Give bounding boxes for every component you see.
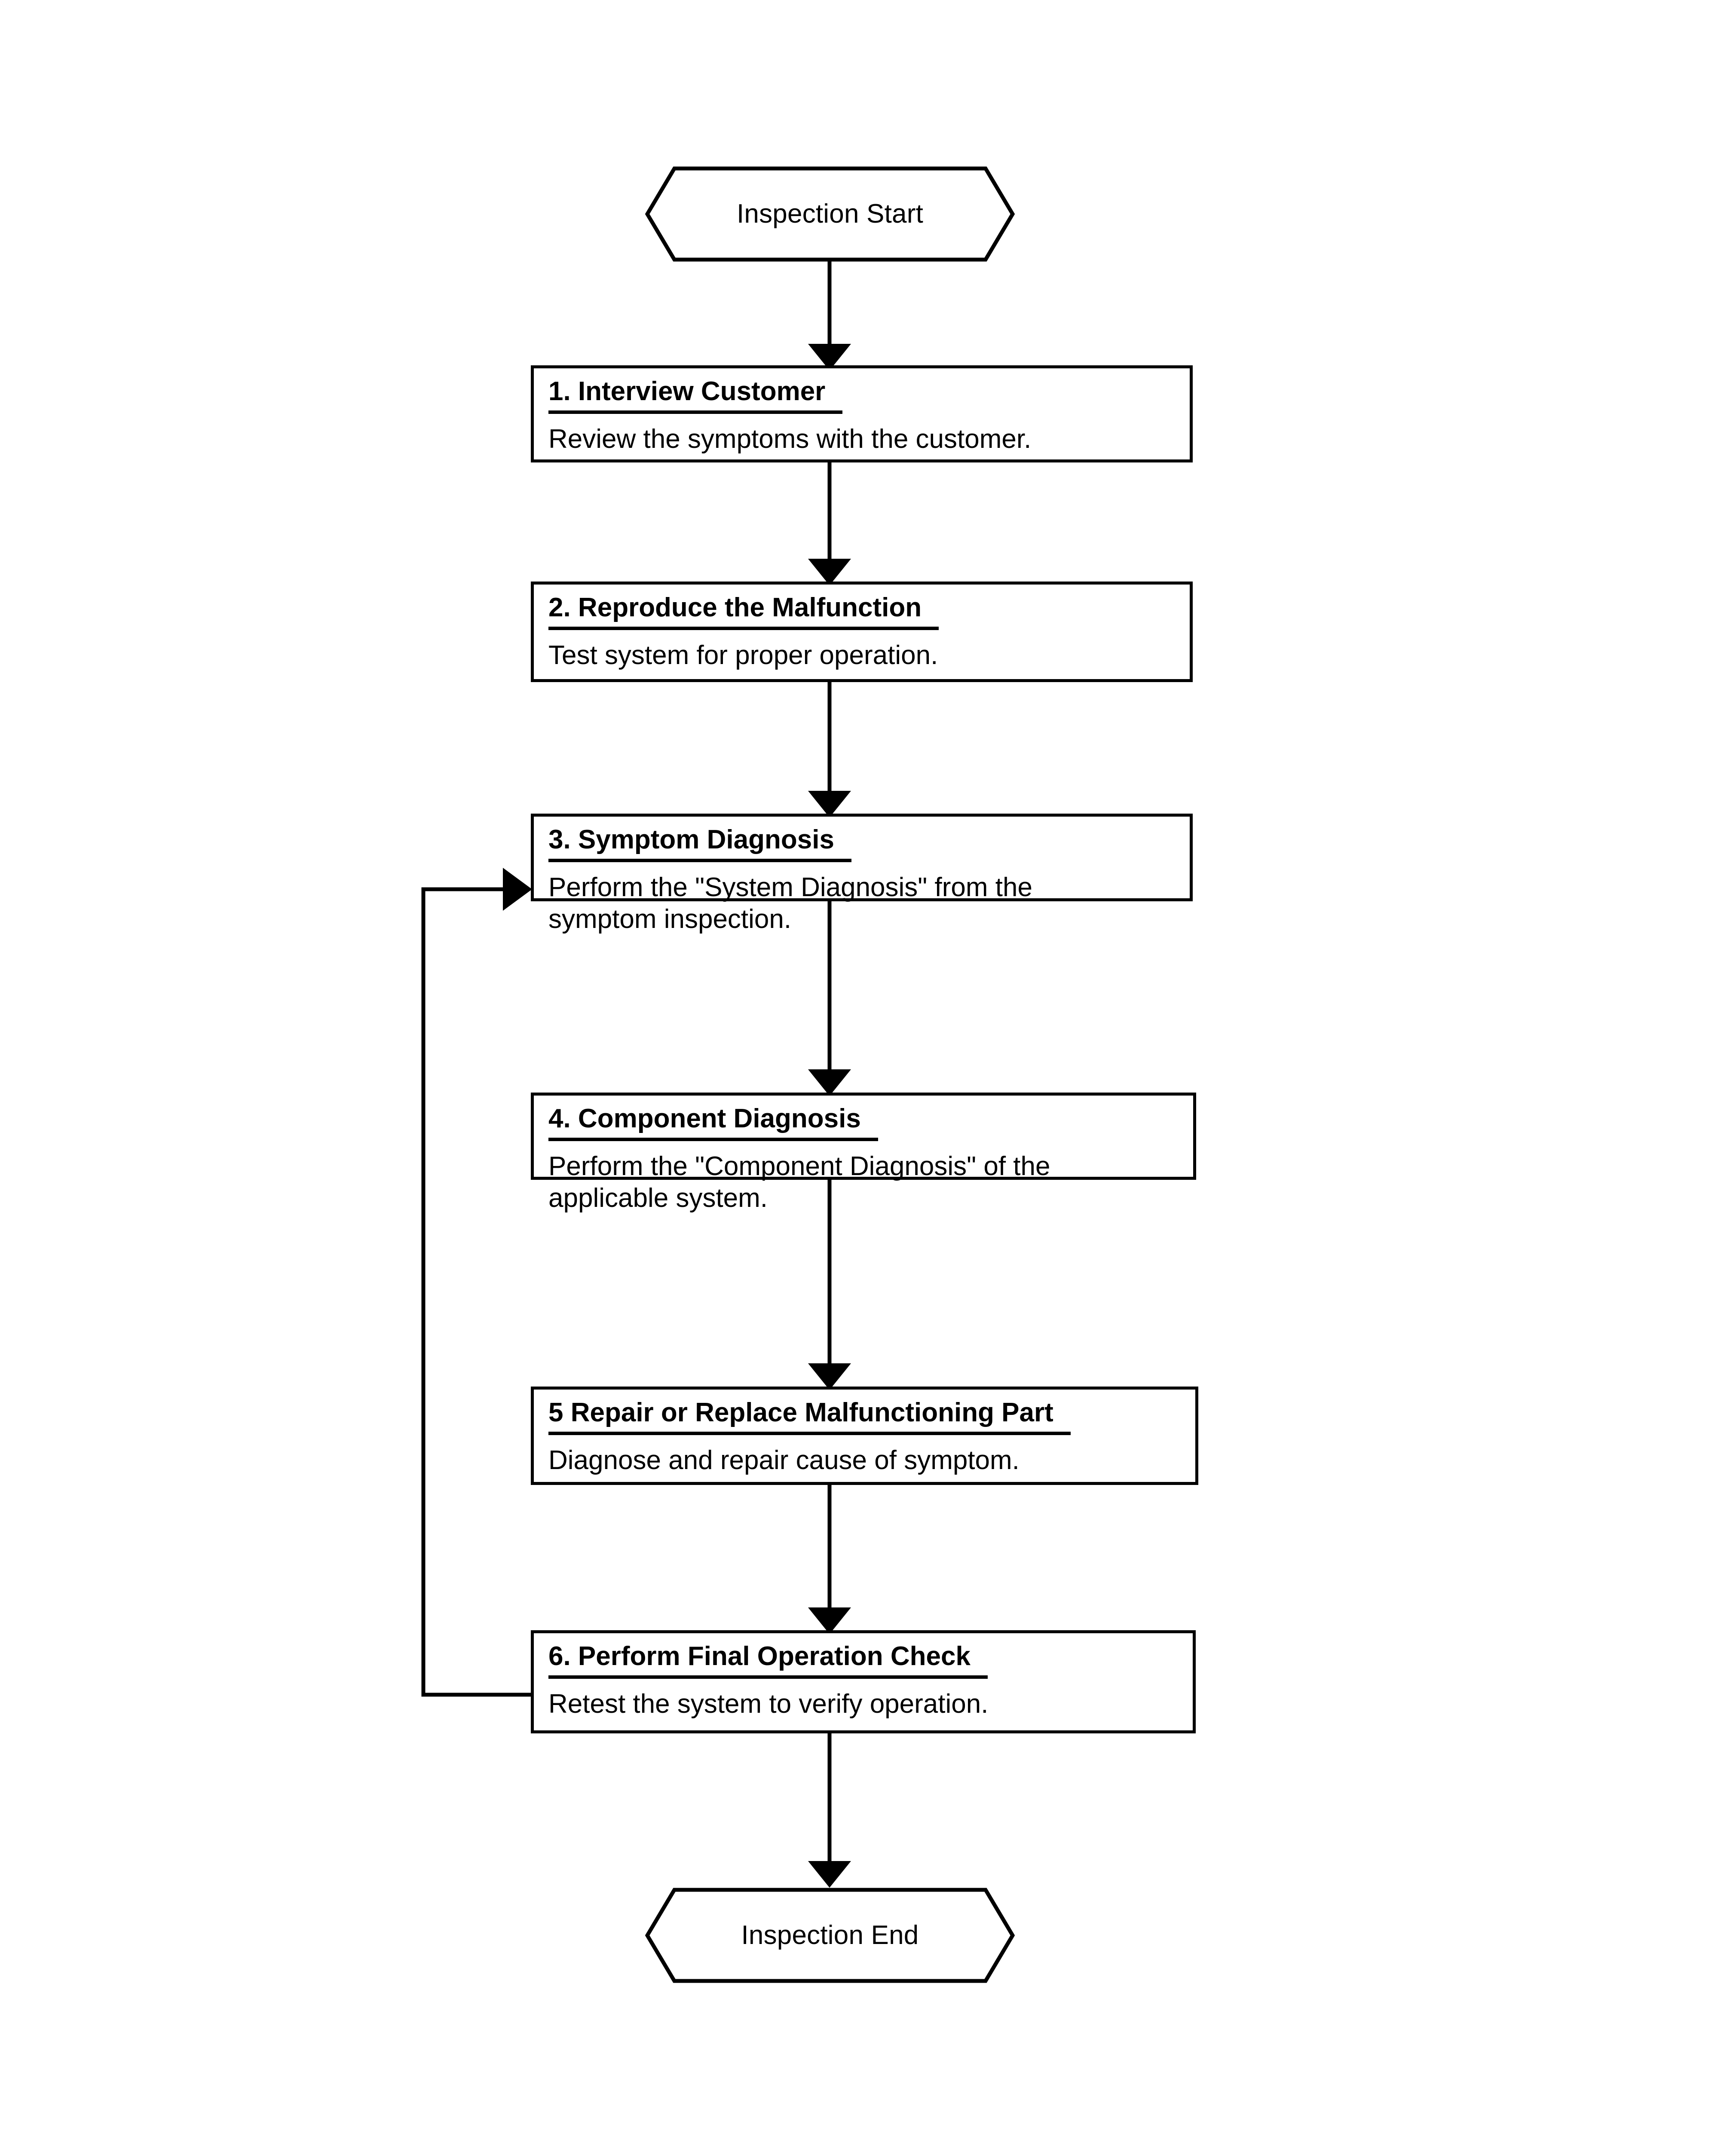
- terminator-start: Inspection Start: [645, 166, 1015, 262]
- process-title-step-5: 5 Repair or Replace Malfunctioning Part: [548, 1399, 1071, 1436]
- hexagon-shape-start: [645, 166, 1015, 262]
- connector-feedback-step6-to-step3: [421, 868, 532, 1697]
- process-title-step-6: 6. Perform Final Operation Check: [548, 1642, 988, 1679]
- process-body-step-1: Review the symptoms with the customer.: [548, 424, 1032, 454]
- process-box-step-2: 2. Reproduce the Malfunction Test system…: [531, 582, 1193, 682]
- hexagon-shape-end: [645, 1888, 1015, 1983]
- terminator-end-label: Inspection End: [741, 1920, 919, 1950]
- process-box-step-1: 1. Interview Customer Review the symptom…: [531, 365, 1193, 462]
- process-body-step-6: Retest the system to verify operation.: [548, 1689, 989, 1719]
- process-box-step-3: 3. Symptom Diagnosis Perform the "System…: [531, 814, 1193, 934]
- process-body-step-5: Diagnose and repair cause of symptom.: [548, 1445, 1020, 1476]
- terminator-end: Inspection End: [645, 1888, 1015, 1983]
- process-box-step-6: 6. Perform Final Operation Check Retest …: [531, 1630, 1196, 1733]
- connector-step1-to-step2: [808, 462, 851, 585]
- connector-step6-to-end: [808, 1733, 851, 1888]
- connector-step2-to-step3: [808, 682, 851, 817]
- process-body-step-3: Perform the "System Diagnosis" from the …: [548, 872, 1032, 934]
- process-body-step-2: Test system for proper operation.: [548, 640, 938, 670]
- process-box-step-4: 4. Component Diagnosis Perform the "Comp…: [531, 1093, 1196, 1213]
- process-box-step-5: 5 Repair or Replace Malfunctioning Part …: [531, 1387, 1198, 1485]
- connector-step4-to-step5: [808, 1180, 851, 1390]
- process-title-step-2: 2. Reproduce the Malfunction: [548, 594, 939, 631]
- connector-start-to-step1: [808, 261, 851, 370]
- process-body-step-4: Perform the "Component Diagnosis" of the…: [548, 1151, 1050, 1213]
- connector-step3-to-step4: [808, 901, 851, 1096]
- process-title-step-3: 3. Symptom Diagnosis: [548, 826, 851, 863]
- process-title-step-1: 1. Interview Customer: [548, 377, 843, 414]
- terminator-start-label: Inspection Start: [737, 199, 923, 229]
- process-title-step-4: 4. Component Diagnosis: [548, 1105, 878, 1142]
- connector-step5-to-step6: [808, 1485, 851, 1634]
